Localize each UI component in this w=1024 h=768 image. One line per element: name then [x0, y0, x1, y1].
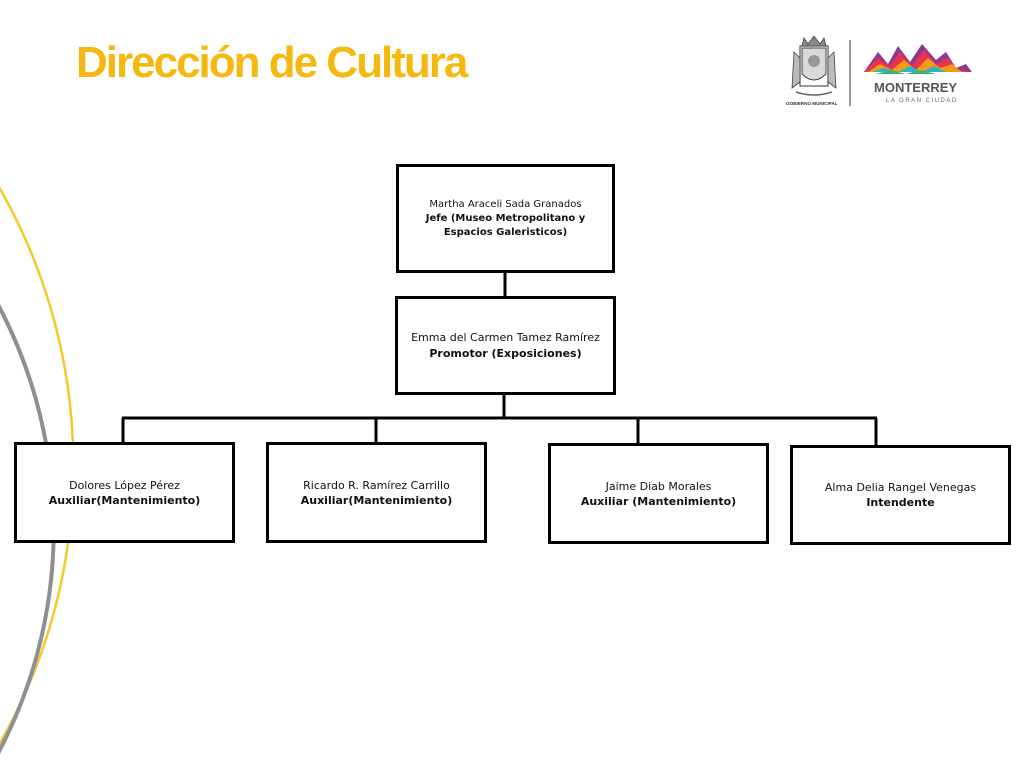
page-title: Dirección de Cultura — [76, 38, 468, 87]
person-name: Martha Araceli Sada Granados — [429, 198, 582, 210]
person-name: Dolores López Pérez — [69, 478, 180, 492]
person-name: Alma Delia Rangel Venegas — [824, 481, 977, 494]
org-box-deputy: Emma del Carmen Tamez Ramírez Promotor (… — [395, 296, 616, 395]
logo-area: GOBIERNO MUNICIPAL MONTERREY LA GRAN CIU… — [786, 35, 972, 106]
org-box-staff-3: Jaime Diab Morales Auxiliar (Mantenimien… — [548, 443, 769, 544]
org-box-staff-2: Ricardo R. Ramírez Carrillo Auxiliar(Man… — [266, 442, 487, 543]
seal-caption: GOBIERNO MUNICIPAL — [786, 101, 838, 106]
org-box-staff-1: Dolores López Pérez Auxiliar(Mantenimien… — [14, 442, 235, 543]
person-role: Intendente — [866, 496, 935, 509]
person-role: Auxiliar(Mantenimiento) — [300, 493, 453, 507]
brand-tagline: LA GRAN CIUDAD — [886, 98, 958, 104]
municipal-seal-icon — [791, 35, 837, 96]
org-box-staff-4: Alma Delia Rangel Venegas Intendente — [790, 445, 1011, 545]
person-name: Ricardo R. Ramírez Carrillo — [303, 478, 450, 492]
person-role: Auxiliar (Mantenimiento) — [580, 494, 737, 508]
person-name: Jaime Diab Morales — [605, 479, 712, 493]
person-role: Auxiliar(Mantenimiento) — [48, 493, 201, 507]
org-box-head: Martha Araceli Sada Granados Jefe (Museo… — [396, 164, 615, 273]
person-name: Emma del Carmen Tamez Ramírez — [411, 330, 600, 344]
person-role: Promotor (Exposiciones) — [429, 346, 582, 360]
brand-name: MONTERREY — [874, 80, 957, 95]
person-role: Jefe (Museo Metropolitano y Espacios Gal… — [425, 212, 586, 238]
monterrey-mountains-icon — [864, 44, 972, 74]
